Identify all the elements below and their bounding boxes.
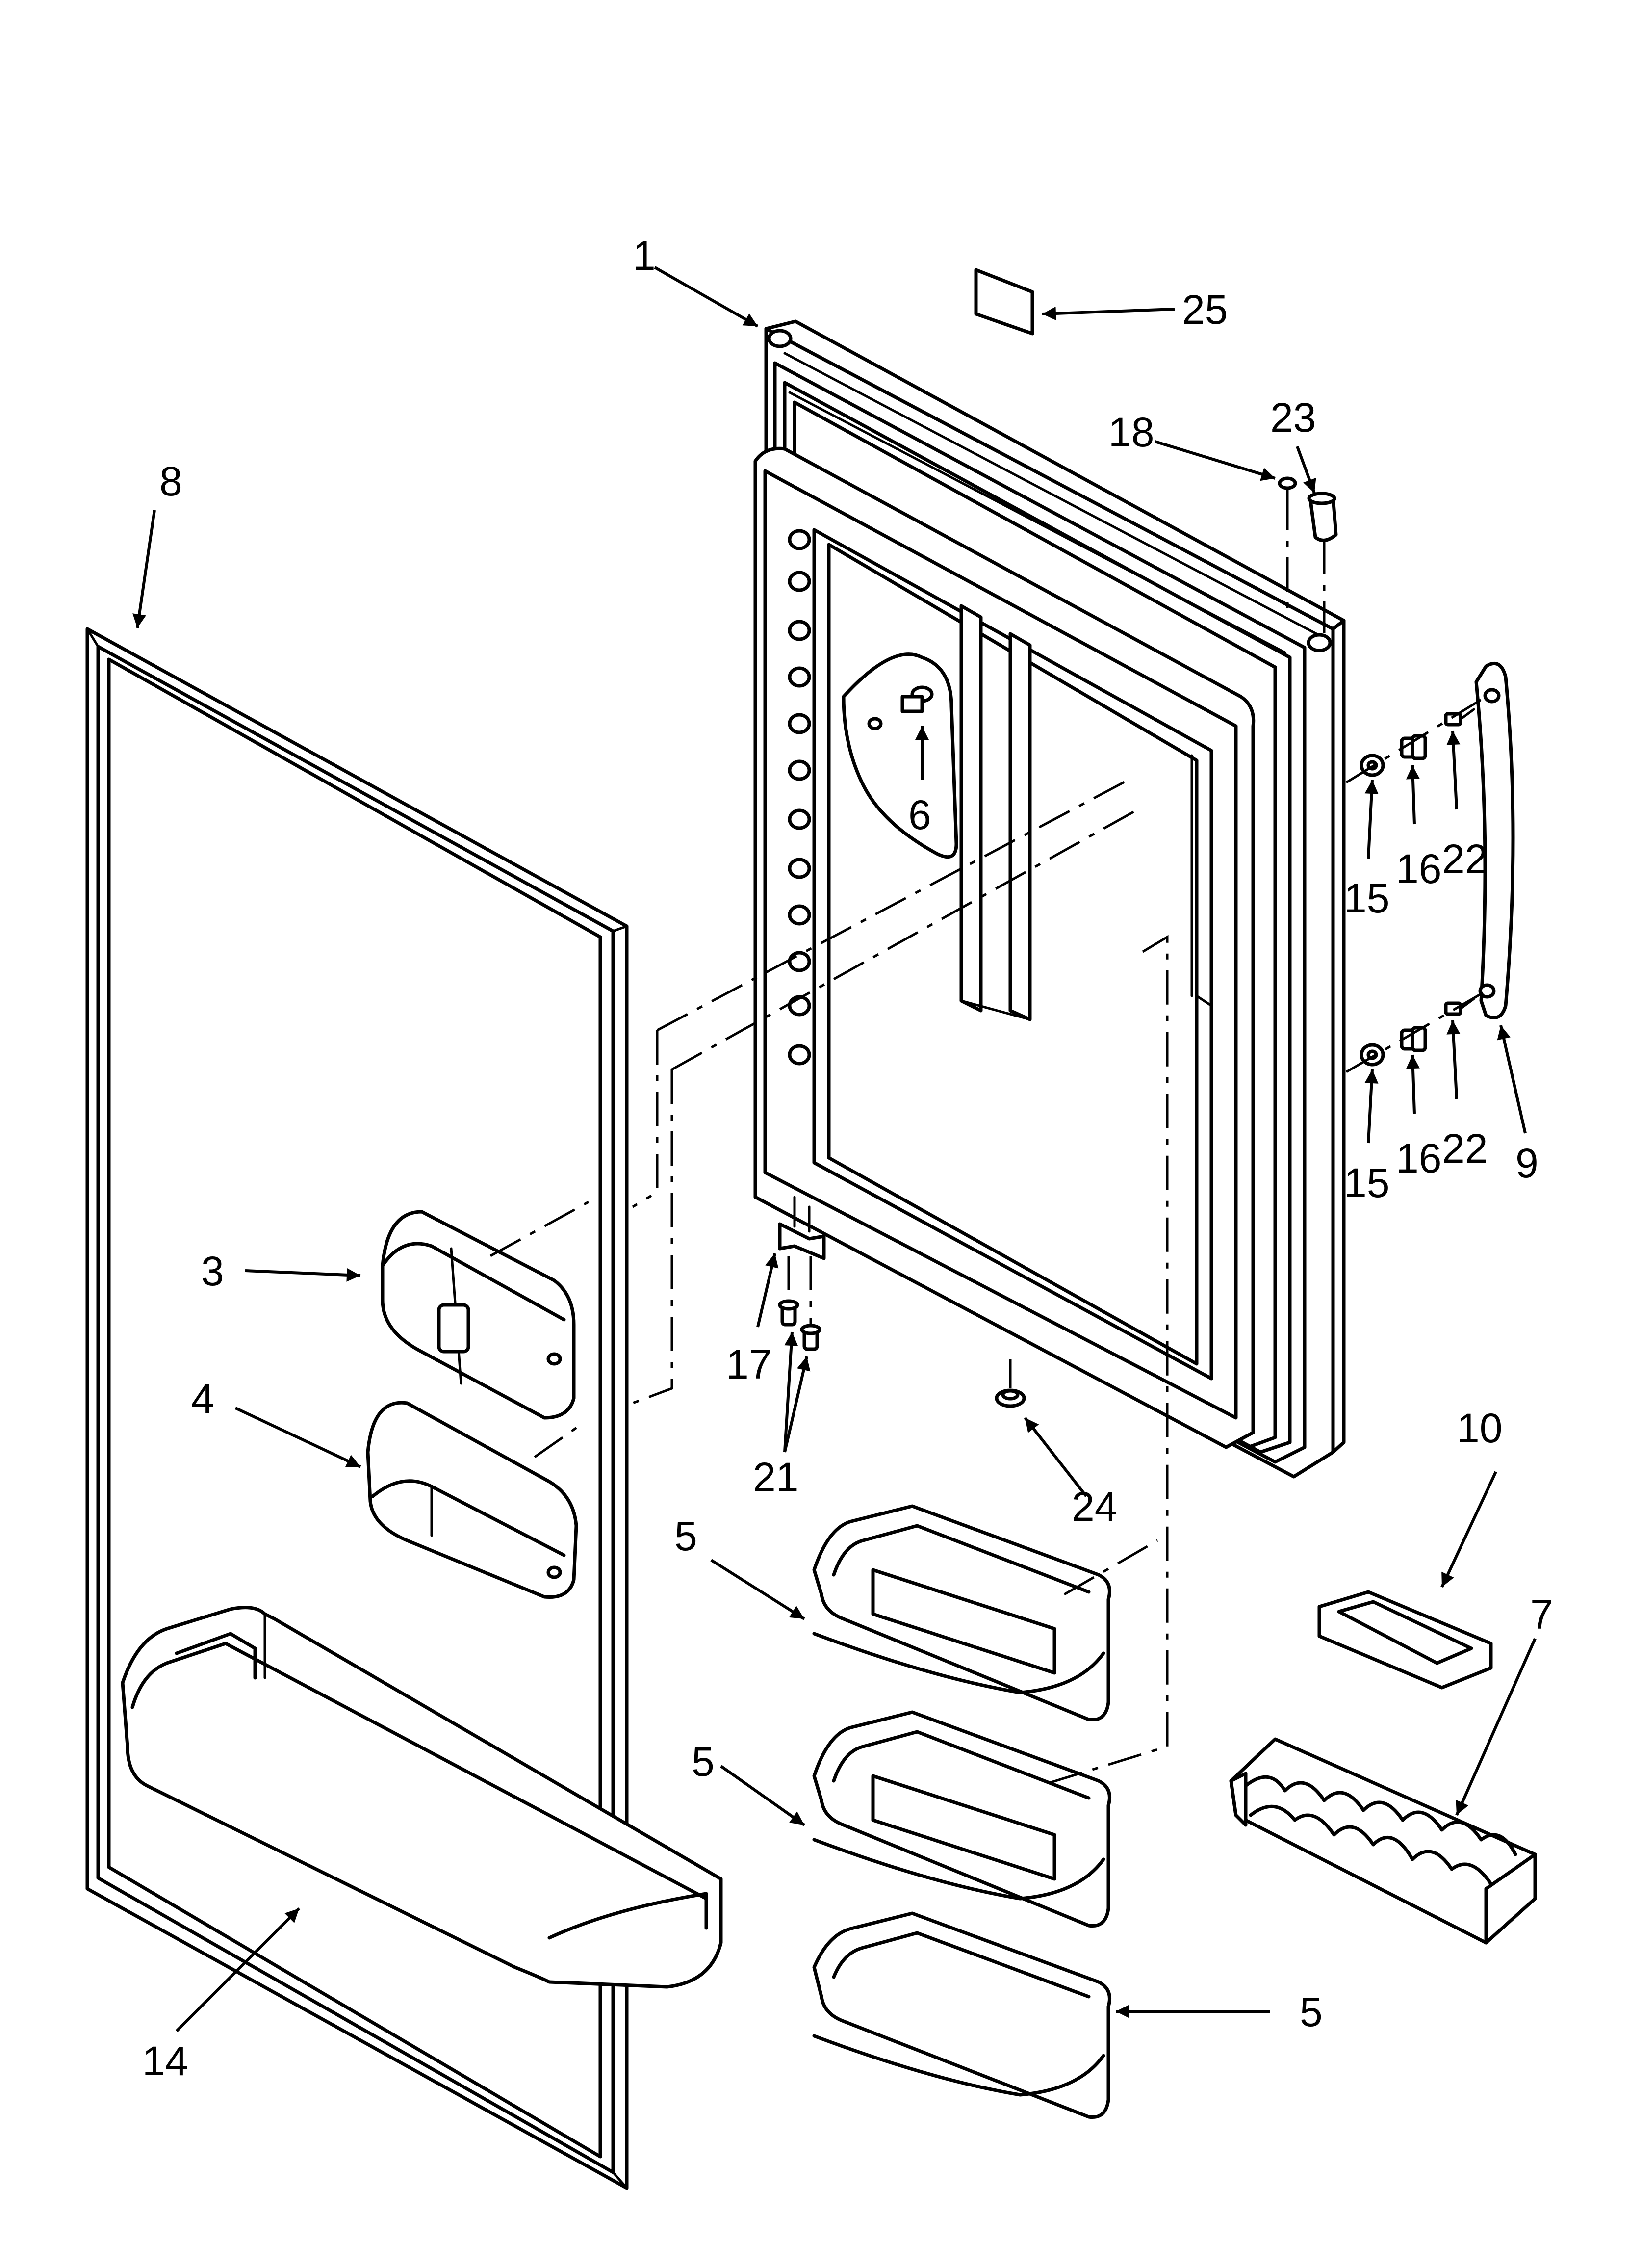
shelf-bumps: [788, 529, 811, 1066]
leader-arrows: [132, 266, 1537, 2033]
callout-5-upper: 5: [674, 1513, 697, 1559]
door-handle: [1474, 661, 1515, 1019]
dairy-compartment: [381, 1210, 576, 1420]
egg-rack: [1229, 1737, 1537, 1945]
door-bin-middle: [812, 1710, 1111, 1928]
dairy-bin: [366, 1401, 578, 1599]
callout-16-lower: 16: [1396, 1135, 1441, 1181]
door-assembly: [753, 319, 1346, 1479]
hinge-pin-parts: [1278, 476, 1338, 633]
callout-25: 25: [1182, 287, 1228, 333]
callout-23: 23: [1270, 394, 1316, 441]
callout-9: 9: [1515, 1140, 1539, 1186]
callout-14: 14: [142, 2038, 188, 2084]
handle-hardware-lower: [1345, 990, 1487, 1073]
callout-1: 1: [633, 233, 656, 279]
door-bin-lower: [812, 1911, 1111, 2119]
callout-10: 10: [1457, 1405, 1502, 1451]
callout-15-upper: 15: [1344, 875, 1389, 921]
callout-21: 21: [753, 1454, 798, 1500]
handle-hardware-upper: [1345, 695, 1487, 784]
label-plate: [974, 268, 1034, 336]
callout-6: 6: [908, 792, 931, 838]
callout-7: 7: [1530, 1591, 1553, 1638]
callout-16-upper: 16: [1396, 846, 1441, 892]
callout-22-lower: 22: [1442, 1125, 1488, 1172]
door-shelf: [121, 1606, 723, 1989]
stud-bracket: [842, 652, 958, 859]
callout-labels: 1 25 18 23 8 6 15 16 22 15 16 22 9 3 4 1…: [142, 233, 1553, 2084]
callout-18: 18: [1108, 409, 1154, 455]
callout-5-middle: 5: [692, 1739, 715, 1785]
callout-24: 24: [1072, 1484, 1117, 1530]
hinge-bracket: [778, 1196, 826, 1260]
callout-8: 8: [159, 458, 182, 504]
door-bin-upper: [812, 1504, 1111, 1722]
callout-5-lower: 5: [1300, 1989, 1323, 2035]
alignment-lines: [489, 779, 1169, 1787]
callout-15-lower: 15: [1344, 1160, 1389, 1206]
callout-3: 3: [201, 1248, 224, 1294]
callout-17: 17: [726, 1341, 771, 1387]
callout-4: 4: [191, 1376, 214, 1422]
egg-tray: [1317, 1590, 1493, 1690]
callout-22-upper: 22: [1442, 836, 1488, 882]
door-cap: [995, 1359, 1026, 1408]
screws: [778, 1256, 821, 1351]
